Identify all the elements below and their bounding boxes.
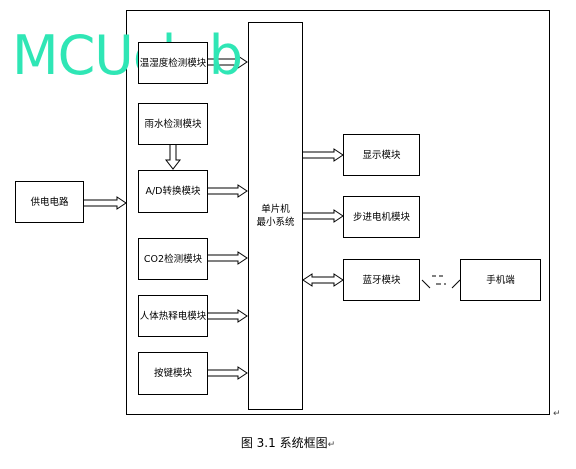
rain-detect-box: 雨水检测模块 [138, 103, 208, 145]
power-supply-box: 供电电路 [15, 181, 84, 223]
pir-box: 人体热释电模块 [138, 295, 208, 337]
caption-return-mark: ↵ [327, 440, 336, 450]
display-label: 显示模块 [362, 149, 401, 161]
mcu-label-line2: 最小系统 [256, 217, 295, 228]
return-mark: ↵ [553, 409, 561, 419]
adc-arrow [208, 184, 248, 198]
system-boundary-frame [126, 10, 550, 415]
pir-label: 人体热释电模块 [139, 310, 207, 322]
co2-detect-label: CO2检测模块 [143, 253, 203, 265]
bluetooth-label: 蓝牙模块 [362, 274, 401, 286]
adc-box: A/D转换模块 [138, 170, 208, 213]
temp-humidity-box: 温湿度检测模块 [138, 42, 208, 84]
keys-box: 按键模块 [138, 352, 208, 395]
co2-detect-box: CO2检测模块 [138, 238, 208, 280]
adc-label: A/D转换模块 [145, 186, 201, 197]
mcu-label-line1: 单片机 [261, 204, 290, 215]
phone-box: 手机端 [460, 259, 541, 301]
keys-arrow [208, 366, 248, 380]
rain-to-adc-arrow [164, 145, 182, 170]
power-supply-label: 供电电路 [30, 196, 69, 208]
input-arrows [208, 55, 248, 380]
bluetooth-arrow [302, 273, 344, 287]
stepper-arrow [303, 209, 344, 223]
mcu-box: 单片机 最小系统 [248, 22, 303, 410]
display-box: 显示模块 [343, 134, 420, 176]
keys-label: 按键模块 [153, 368, 192, 379]
display-arrow [303, 148, 344, 162]
bluetooth-box: 蓝牙模块 [343, 259, 420, 301]
temp-arrow [208, 55, 248, 69]
rain-detect-label: 雨水检测模块 [144, 118, 202, 130]
temp-humidity-label: 温湿度检测模块 [139, 57, 207, 69]
co2-arrow [208, 251, 248, 265]
power-arrow [84, 196, 127, 210]
caption-text: 图 3.1 系统框图 [240, 436, 328, 450]
wireless-link [421, 275, 461, 289]
output-arrows [302, 148, 344, 287]
stepper-box: 步进电机模块 [343, 196, 420, 238]
figure-caption: 图 3.1 系统框图↵ [0, 436, 576, 452]
phone-label: 手机端 [486, 274, 515, 286]
pir-arrow [208, 309, 248, 323]
stepper-label: 步进电机模块 [352, 211, 410, 223]
